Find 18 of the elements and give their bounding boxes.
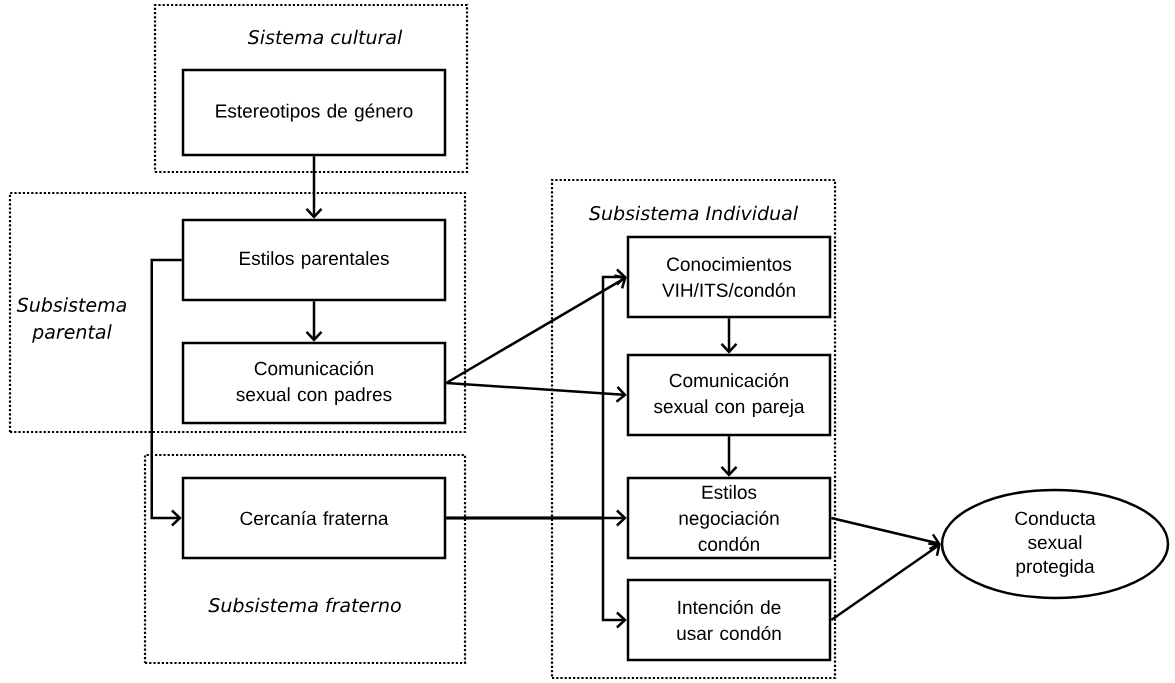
arrow (305, 156, 323, 219)
arrow (445, 274, 627, 385)
arrow (720, 436, 738, 477)
arrow (446, 516, 627, 629)
process-box: Intención de usar condón (626, 578, 832, 662)
process-box: Conocimientos VIH/ITS/condón (626, 235, 832, 319)
arrow (446, 381, 627, 403)
process-box: Cercanía fraterna (181, 476, 447, 560)
arrow (150, 258, 182, 527)
process-box: Comunicación sexual con pareja (626, 353, 832, 437)
process-box: Estereotipos de género (181, 68, 447, 157)
process-box: Estilos negociación condón (626, 476, 832, 560)
arrow (830, 542, 941, 622)
arrow (720, 318, 738, 354)
arrow (305, 301, 323, 342)
process-box: Comunicación sexual con padres (181, 341, 447, 425)
arrow (830, 516, 941, 551)
process-box: Estilos parentales (181, 218, 447, 302)
